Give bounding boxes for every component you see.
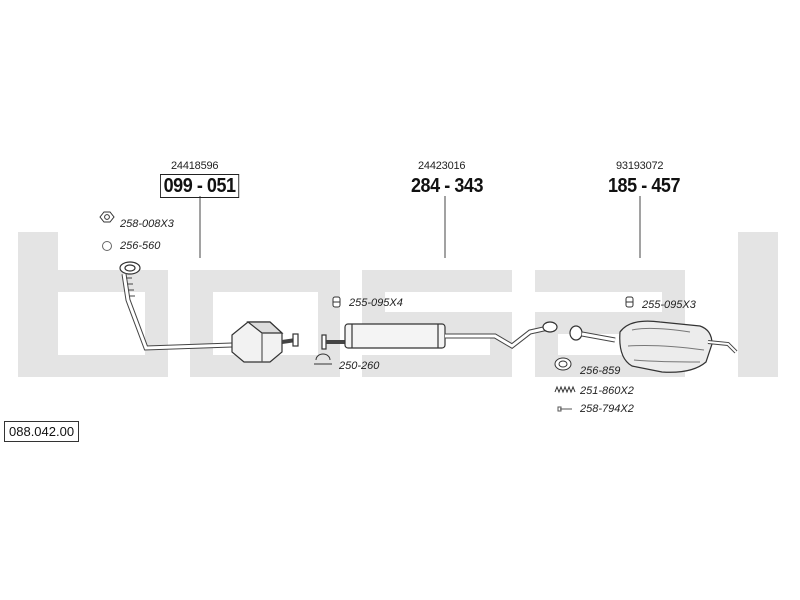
- nut-icon: [99, 211, 115, 223]
- accessory-label-ring-gasket: 256-560: [120, 240, 161, 252]
- ring-gasket-icon: [102, 241, 112, 251]
- part-number-front-pipe: 099 - 051: [160, 174, 240, 198]
- accessory-label-clamp: 250-260: [339, 360, 380, 372]
- spring-icon: [554, 385, 576, 394]
- reference-number: 088.042.00: [4, 421, 80, 442]
- oe-number-front-pipe: 24418596: [171, 160, 219, 172]
- accessory-label-spring: 251-860X2: [580, 385, 634, 397]
- front-pipe-with-catalyst: [119, 261, 299, 363]
- rear-silencer: [569, 320, 738, 373]
- accessory-label-bolt: 258-794X2: [580, 403, 634, 415]
- accessory-label-gasket: 256-859: [580, 365, 621, 377]
- gasket-icon: [554, 357, 572, 371]
- oe-number-middle: 24423016: [418, 160, 466, 172]
- accessory-label-rubber-mount-rear: 255-095X3: [642, 299, 696, 311]
- part-number-middle: 284 - 343: [411, 175, 484, 197]
- bolt-icon: [557, 406, 572, 412]
- clamp-icon: [314, 353, 332, 365]
- accessory-label-nut: 258-008X3: [120, 218, 174, 230]
- oe-number-rear: 93193072: [616, 160, 664, 172]
- rubber-mount-icon: [332, 296, 341, 308]
- middle-silencer: [321, 321, 558, 350]
- part-number-rear: 185 - 457: [608, 175, 681, 197]
- accessory-label-rubber-mount-front: 255-095X4: [349, 297, 403, 309]
- rubber-mount-icon: [625, 296, 634, 308]
